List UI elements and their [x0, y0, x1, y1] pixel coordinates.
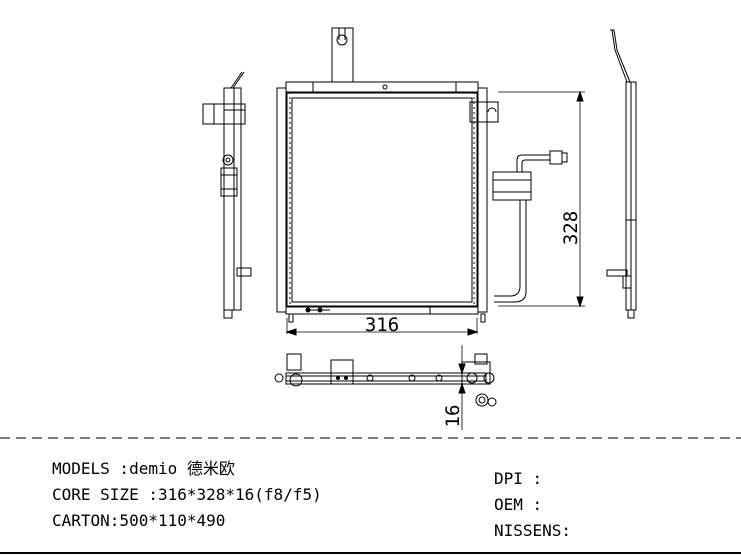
core-size-line: CORE SIZE :316*328*16(f8/f5) [52, 485, 322, 504]
dpi-line: DPI : [494, 469, 543, 488]
oem-line: OEM : [494, 495, 543, 514]
width-dimension-label: 316 [365, 314, 399, 336]
carton-line: CARTON:500*110*490 [52, 511, 226, 530]
left-side-view [202, 71, 252, 319]
spec-block: MODELS :demio 德米欧 CORE SIZE :316*328*16(… [52, 456, 322, 534]
nissens-line: NISSENS: [494, 521, 572, 540]
thickness-dimension-label: 16 [442, 405, 464, 428]
height-dimension-label: 328 [560, 211, 582, 245]
models-line: MODELS :demio 德米欧 [52, 459, 235, 478]
right-side-view [606, 29, 637, 319]
codes-block: DPI : OEM : NISSENS: [494, 466, 571, 544]
front-view [276, 27, 585, 336]
bottom-view [274, 345, 497, 430]
